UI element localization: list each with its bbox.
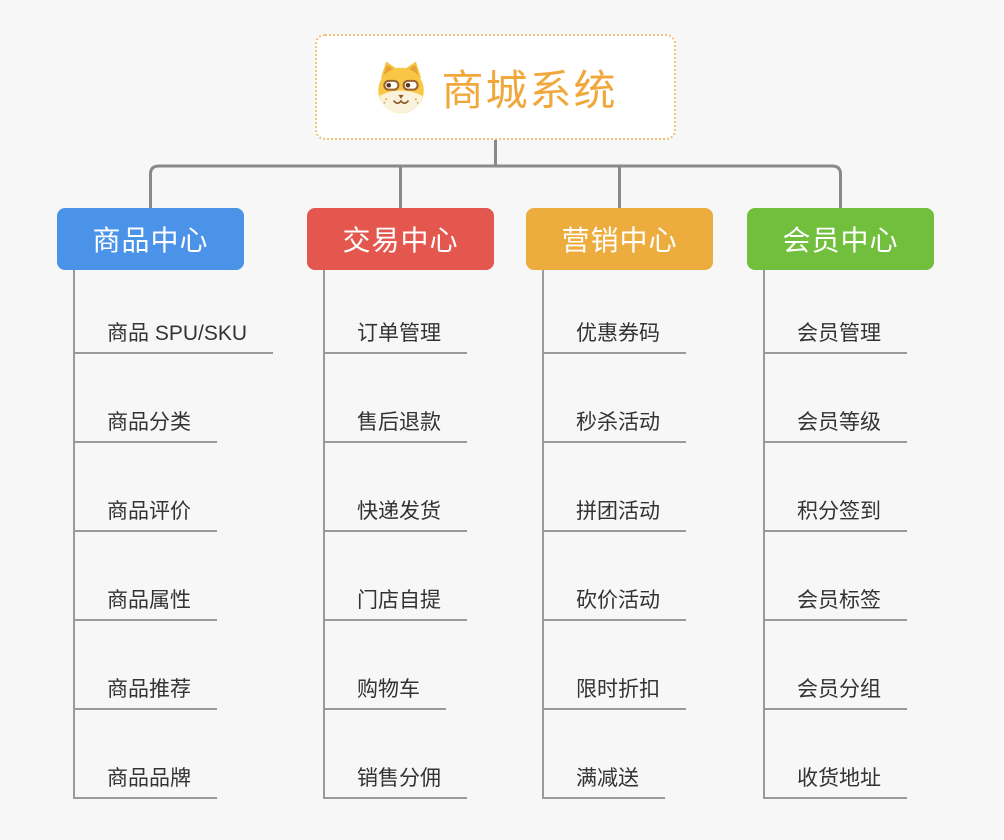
mindmap-node-row: 砍价活动 xyxy=(544,532,686,621)
mindmap-node-row: 销售分佣 xyxy=(325,710,467,799)
branch-items-marketing-center: 优惠券码秒杀活动拼团活动砍价活动限时折扣满减送 xyxy=(542,270,686,799)
mindmap-node-row: 满减送 xyxy=(544,710,686,799)
mindmap-node-row: 商品分类 xyxy=(75,354,273,443)
branch-items-product-center: 商品 SPU/SKU 商品分类商品评价商品属性商品推荐商品品牌 xyxy=(73,270,274,799)
mindmap-node[interactable]: 快递发货 xyxy=(325,495,467,532)
mindmap-node-row: 会员管理 xyxy=(765,270,907,354)
mindmap-node[interactable]: 商品品牌 xyxy=(75,762,217,799)
mindmap-node-row: 商品推荐 xyxy=(75,621,273,710)
branch-header-label: 交易中心 xyxy=(342,225,459,256)
mindmap-node[interactable]: 积分签到 xyxy=(765,495,907,532)
mindmap-node-row: 购物车 xyxy=(325,621,467,710)
dog-face-icon xyxy=(378,61,425,114)
mindmap-node[interactable]: 会员标签 xyxy=(765,584,907,621)
mindmap-node[interactable]: 售后退款 xyxy=(325,406,467,443)
mindmap-node-row: 收货地址 xyxy=(765,710,907,799)
mindmap-node[interactable]: 限时折扣 xyxy=(544,673,686,710)
branch-header-member-center[interactable]: 会员中心 xyxy=(747,208,934,270)
branch-trade-center: 交易中心订单管理售后退款快递发货门店自提购物车销售分佣 xyxy=(307,208,494,799)
branch-items-trade-center: 订单管理售后退款快递发货门店自提购物车销售分佣 xyxy=(323,270,467,799)
branch-items-member-center: 会员管理会员等级积分签到会员标签会员分组收货地址 xyxy=(763,270,907,799)
mindmap-node[interactable]: 商品评价 xyxy=(75,495,217,532)
mindmap-node-row: 订单管理 xyxy=(325,270,467,354)
mindmap-node[interactable]: 秒杀活动 xyxy=(544,406,686,443)
branch-header-label: 会员中心 xyxy=(782,225,899,256)
mindmap-node-row: 优惠券码 xyxy=(544,270,686,354)
mindmap-node-row: 快递发货 xyxy=(325,443,467,532)
root-node[interactable]: 商城系统 xyxy=(315,34,676,140)
branch-header-product-center[interactable]: 商品中心 xyxy=(57,208,244,270)
branch-member-center: 会员中心会员管理会员等级积分签到会员标签会员分组收货地址 xyxy=(747,208,934,799)
mindmap-node-row: 商品品牌 xyxy=(75,710,273,799)
mindmap-node-row: 积分签到 xyxy=(765,443,907,532)
mindmap-node[interactable]: 拼团活动 xyxy=(544,495,686,532)
mindmap-node[interactable]: 收货地址 xyxy=(765,762,907,799)
mindmap-node-row: 商品评价 xyxy=(75,443,273,532)
mindmap-node[interactable]: 会员分组 xyxy=(765,673,907,710)
branch-header-label: 商品中心 xyxy=(92,225,209,256)
mindmap-node[interactable]: 砍价活动 xyxy=(544,584,686,621)
mindmap-node[interactable]: 会员等级 xyxy=(765,406,907,443)
branch-marketing-center: 营销中心优惠券码秒杀活动拼团活动砍价活动限时折扣满减送 xyxy=(526,208,713,799)
mindmap-node[interactable]: 商品推荐 xyxy=(75,673,217,710)
mindmap-node[interactable]: 满减送 xyxy=(544,762,665,799)
mindmap-node[interactable]: 购物车 xyxy=(325,673,446,710)
mindmap-node-row: 拼团活动 xyxy=(544,443,686,532)
mindmap-node[interactable]: 商品分类 xyxy=(75,406,217,443)
branch-header-label: 营销中心 xyxy=(561,225,678,256)
mindmap-node[interactable]: 商品 SPU/SKU xyxy=(75,317,274,354)
mindmap-node[interactable]: 会员管理 xyxy=(765,317,907,354)
mindmap-node-row: 限时折扣 xyxy=(544,621,686,710)
root-title: 商城系统 xyxy=(441,66,618,114)
mindmap-node-row: 会员分组 xyxy=(765,621,907,710)
mindmap-node-row: 会员等级 xyxy=(765,354,907,443)
mindmap-node-row: 商品属性 xyxy=(75,532,273,621)
branch-header-marketing-center[interactable]: 营销中心 xyxy=(526,208,713,270)
mindmap-node[interactable]: 商品属性 xyxy=(75,584,217,621)
branch-header-trade-center[interactable]: 交易中心 xyxy=(307,208,494,270)
mindmap-node[interactable]: 销售分佣 xyxy=(325,762,467,799)
mindmap-node-row: 门店自提 xyxy=(325,532,467,621)
mindmap-node[interactable]: 订单管理 xyxy=(325,317,467,354)
mindmap-node-row: 秒杀活动 xyxy=(544,354,686,443)
mindmap-node[interactable]: 优惠券码 xyxy=(544,317,686,354)
mindmap-node-row: 售后退款 xyxy=(325,354,467,443)
mindmap-node-row: 会员标签 xyxy=(765,532,907,621)
mindmap-node-row: 商品 SPU/SKU xyxy=(75,270,274,354)
branch-rail-line xyxy=(149,164,842,208)
mindmap-node[interactable]: 门店自提 xyxy=(325,584,467,621)
branch-product-center: 商品中心商品 SPU/SKU 商品分类商品评价商品属性商品推荐商品品牌 xyxy=(57,208,274,799)
